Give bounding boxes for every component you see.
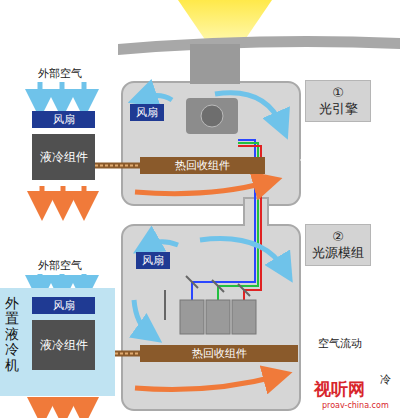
mirrors <box>165 276 250 320</box>
housing-optical-engine <box>122 82 300 205</box>
legend-note: 空气流动 <box>318 336 362 351</box>
heat-recovery-bar: 热回收组件 <box>140 345 298 362</box>
watermark: proav-china.com <box>322 401 389 410</box>
fan-box: 风扇 <box>136 252 170 269</box>
fan-box: 风扇 <box>130 104 164 121</box>
air-label: 外部空气 <box>38 258 82 273</box>
fan-box: 风扇 <box>32 297 95 314</box>
module-label-box: ①光引擎 <box>305 80 371 122</box>
liquid-cooling-box: 液冷组件 <box>32 134 95 180</box>
coolant-pipe <box>95 165 140 166</box>
housing-light-source <box>122 225 300 410</box>
node-text: 液冷组件 <box>40 149 88 166</box>
watermark: 视听网 <box>314 378 365 401</box>
node-text: 风扇 <box>53 112 75 127</box>
external-chiller-panel: 外置液冷机 风扇液冷组件 <box>0 288 115 396</box>
vertical-title: 外置液冷机 <box>5 296 19 373</box>
node-text: 液冷组件 <box>40 337 88 354</box>
node-text: 风扇 <box>53 298 75 313</box>
projector-lens <box>201 105 223 127</box>
liquid-cooling-box: 液冷组件 <box>32 320 95 370</box>
pipe-body <box>95 163 140 169</box>
heat-recovery-bar: 热回收组件 <box>140 157 265 174</box>
fan-box: 风扇 <box>32 111 95 128</box>
node-text: ② <box>332 229 344 244</box>
node-text: 风扇 <box>136 105 158 120</box>
node-text: 风扇 <box>142 253 164 268</box>
node-text: 光源模组 <box>312 244 364 262</box>
air-label: 外部空气 <box>38 66 82 81</box>
legend-note: 冷 <box>380 372 391 387</box>
pipe-stripe <box>95 165 140 167</box>
projector-body <box>186 98 238 134</box>
node-text: 光引擎 <box>319 100 358 118</box>
node-text: 热回收组件 <box>192 346 247 361</box>
neck-link-right <box>300 160 305 161</box>
node-text: 热回收组件 <box>175 158 230 173</box>
light-source-chips <box>180 300 256 334</box>
module-label-box: ②光源模组 <box>305 224 371 266</box>
screen-bar <box>118 36 400 55</box>
lens <box>190 44 240 84</box>
node-text: ① <box>332 85 344 100</box>
